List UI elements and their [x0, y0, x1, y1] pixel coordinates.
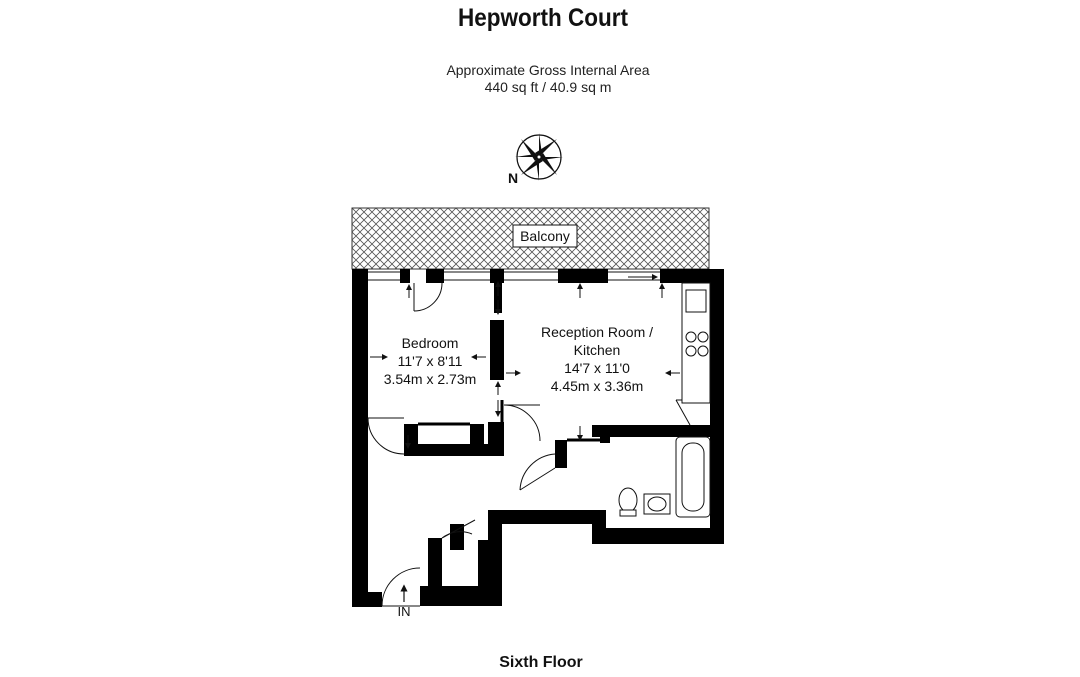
balcony-label-box — [512, 224, 578, 248]
bedroom-name: Bedroom — [402, 335, 459, 351]
dimension-arrows — [370, 274, 680, 449]
reception-metric: 4.45m x 3.36m — [551, 378, 644, 394]
doors — [367, 282, 691, 607]
reception-name-line1: Reception Room / — [541, 324, 653, 340]
compass-rose-icon — [515, 133, 563, 181]
area-label: Approximate Gross Internal Area — [446, 62, 650, 78]
partitions — [418, 400, 600, 442]
exterior-walls — [352, 269, 724, 607]
floor-label: Sixth Floor — [499, 654, 583, 671]
balcony-label: Balcony — [520, 228, 570, 244]
entrance-label: IN — [398, 604, 411, 619]
property-title: Hepworth Court — [458, 4, 628, 32]
bathroom-fixtures — [618, 436, 711, 518]
kitchen-units — [681, 282, 711, 404]
internal-walls — [404, 283, 710, 590]
reception-imperial: 14'7 x 11'0 — [564, 360, 630, 376]
area-value: 440 sq ft / 40.9 sq m — [484, 79, 612, 95]
bedroom-imperial: 11'7 x 8'11 — [398, 353, 463, 369]
bedroom-metric: 3.54m x 2.73m — [384, 371, 477, 387]
compass-north-label: N — [508, 170, 518, 186]
reception-name-line2: Kitchen — [574, 342, 621, 358]
